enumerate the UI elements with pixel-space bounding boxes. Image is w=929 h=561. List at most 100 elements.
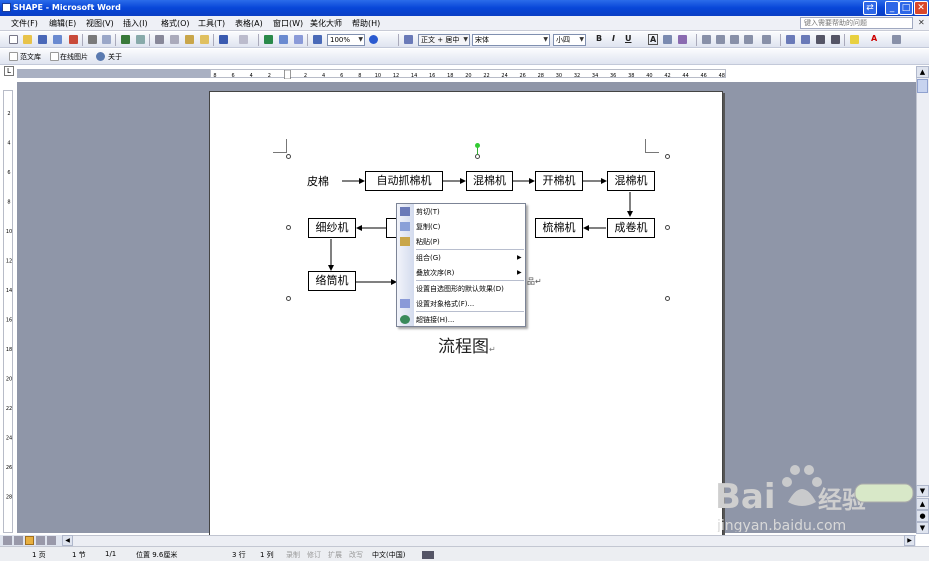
flow-box-winder[interactable]: 络筒机 — [308, 271, 356, 291]
paste-icon[interactable] — [185, 35, 194, 44]
help-search-input[interactable]: 键入需要帮助的问题 — [800, 17, 913, 29]
align-center-icon[interactable] — [716, 35, 725, 44]
help-icon[interactable] — [369, 35, 378, 44]
template-library-button[interactable]: 范文库 — [20, 53, 41, 61]
menu-insert[interactable]: 插入(I) — [123, 19, 148, 28]
flow-box-lap-former[interactable]: 成卷机 — [607, 218, 655, 238]
undo-icon[interactable] — [219, 35, 228, 44]
cut-icon[interactable] — [155, 35, 164, 44]
char-border-button[interactable]: A — [648, 34, 659, 45]
hyperlink-icon[interactable] — [264, 35, 273, 44]
prev-page-button[interactable]: ▲ — [916, 498, 929, 510]
justify-icon[interactable] — [744, 35, 753, 44]
print-icon[interactable] — [88, 35, 97, 44]
menu-item-format-object[interactable]: 设置对象格式(F)... — [416, 300, 475, 308]
underline-button[interactable]: U — [625, 34, 632, 43]
zoom-select[interactable]: 100%▼ — [327, 34, 365, 46]
char-scale-icon[interactable] — [678, 35, 687, 44]
flow-box-blender-1[interactable]: 混棉机 — [466, 171, 513, 191]
flow-box-carding[interactable]: 梳棉机 — [535, 218, 583, 238]
line-spacing-icon[interactable] — [762, 35, 771, 44]
menu-item-paste[interactable]: 粘贴(P) — [416, 238, 440, 246]
new-document-icon[interactable] — [9, 35, 18, 44]
resize-handle[interactable] — [286, 154, 291, 159]
drawing-icon[interactable] — [313, 35, 322, 44]
format-painter-icon[interactable] — [200, 35, 209, 44]
web-view-icon[interactable] — [14, 536, 23, 545]
italic-button[interactable]: I — [612, 34, 615, 43]
menu-window[interactable]: 窗口(W) — [273, 19, 304, 28]
minimize-button[interactable]: _ — [885, 1, 899, 15]
select-browse-object-button[interactable]: ● — [916, 510, 929, 522]
menu-help[interactable]: 帮助(H) — [352, 19, 381, 28]
reading-view-icon[interactable] — [47, 536, 56, 545]
normal-view-icon[interactable] — [3, 536, 12, 545]
restore-size-icon[interactable]: ⇄ — [863, 1, 877, 15]
highlight-icon[interactable] — [850, 35, 859, 44]
flow-box-spinning[interactable]: 细纱机 — [308, 218, 356, 238]
resize-handle[interactable] — [286, 225, 291, 230]
menu-item-order[interactable]: 叠放次序(R) — [416, 269, 455, 277]
resize-handle[interactable] — [286, 296, 291, 301]
menu-file[interactable]: 文件(F) — [11, 19, 38, 28]
outline-view-icon[interactable] — [36, 536, 45, 545]
rotate-handle[interactable] — [475, 143, 480, 148]
menu-view[interactable]: 视图(V) — [86, 19, 114, 28]
spelling-status-icon[interactable] — [422, 551, 434, 559]
print-view-icon[interactable] — [25, 536, 34, 545]
menu-edit[interactable]: 编辑(E) — [49, 19, 77, 28]
permission-icon[interactable] — [53, 35, 62, 44]
font-color-icon[interactable]: A — [871, 34, 878, 43]
styles-pane-icon[interactable] — [404, 35, 413, 44]
spelling-icon[interactable] — [121, 35, 130, 44]
align-left-icon[interactable] — [702, 35, 711, 44]
next-page-button[interactable]: ▼ — [916, 522, 929, 534]
scroll-right-button[interactable]: ▶ — [904, 535, 915, 546]
tables-borders-icon[interactable] — [279, 35, 288, 44]
flow-box-auto-bale-opener[interactable]: 自动抓棉机 — [365, 171, 443, 191]
resize-handle[interactable] — [665, 154, 670, 159]
numbering-icon[interactable] — [786, 35, 795, 44]
redo-icon[interactable] — [239, 35, 248, 44]
close-button[interactable]: ✕ — [914, 1, 928, 15]
menu-item-cut[interactable]: 剪切(T) — [416, 208, 440, 216]
style-select[interactable]: 正文 + 居中▼ — [418, 34, 470, 46]
font-size-select[interactable]: 小四▼ — [553, 34, 586, 46]
print-preview-icon[interactable] — [102, 35, 111, 44]
open-folder-icon[interactable] — [23, 35, 32, 44]
scroll-left-button[interactable]: ◀ — [62, 535, 73, 546]
word-app-icon[interactable] — [2, 3, 11, 12]
close-document-icon[interactable]: ✕ — [918, 18, 925, 27]
status-extend[interactable]: 扩展 — [328, 551, 342, 559]
tab-stop-selector[interactable]: L — [4, 66, 14, 76]
email-icon[interactable] — [69, 35, 78, 44]
maximize-button[interactable]: □ — [899, 1, 913, 15]
char-shading-icon[interactable] — [663, 35, 672, 44]
flow-box-opener[interactable]: 开棉机 — [535, 171, 583, 191]
menu-item-set-default-shape[interactable]: 设置自选图形的默认效果(D) — [416, 285, 504, 293]
save-icon[interactable] — [38, 35, 47, 44]
resize-handle[interactable] — [665, 225, 670, 230]
status-record[interactable]: 录制 — [286, 551, 300, 559]
scroll-up-button[interactable]: ▲ — [916, 66, 929, 78]
font-select[interactable]: 宋体▼ — [472, 34, 550, 46]
align-right-icon[interactable] — [730, 35, 739, 44]
menu-table[interactable]: 表格(A) — [235, 19, 263, 28]
menu-item-copy[interactable]: 复制(C) — [416, 223, 441, 231]
bullets-icon[interactable] — [801, 35, 810, 44]
copy-icon[interactable] — [170, 35, 179, 44]
decrease-indent-icon[interactable] — [816, 35, 825, 44]
bold-button[interactable]: B — [596, 34, 603, 43]
menu-item-group[interactable]: 组合(G) — [416, 254, 441, 262]
menu-item-hyperlink[interactable]: 超链接(H)... — [416, 316, 455, 324]
indent-marker[interactable] — [284, 70, 291, 79]
scroll-down-button[interactable]: ▼ — [916, 485, 929, 497]
menu-meihua[interactable]: 美化大师 — [310, 19, 342, 28]
status-overtype[interactable]: 改写 — [349, 551, 363, 559]
online-picture-button[interactable]: 在线图片 — [60, 53, 88, 61]
increase-indent-icon[interactable] — [831, 35, 840, 44]
flow-box-blender-2[interactable]: 混棉机 — [607, 171, 655, 191]
menu-tools[interactable]: 工具(T) — [198, 19, 226, 28]
